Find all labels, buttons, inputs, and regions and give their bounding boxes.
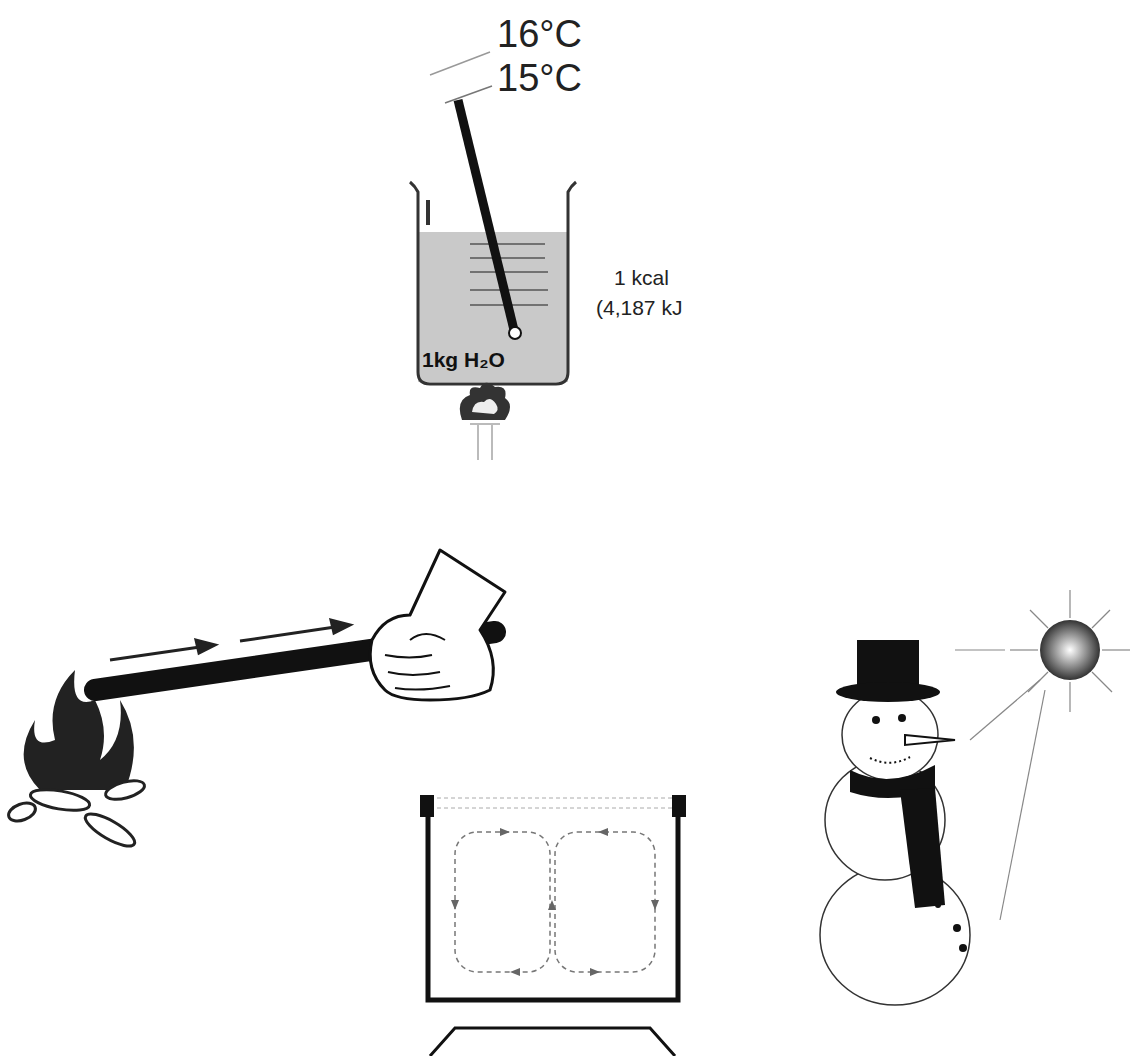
energy-label: 1 kcal xyxy=(614,266,669,289)
energy-label: (4,187 kJ xyxy=(596,296,682,319)
beaker-content: 1kg H₂O xyxy=(422,348,505,372)
beaker: 1kg H₂O xyxy=(420,232,566,380)
temperature-label: 16°C xyxy=(497,14,582,56)
temperature-label: 15°C xyxy=(497,58,582,100)
